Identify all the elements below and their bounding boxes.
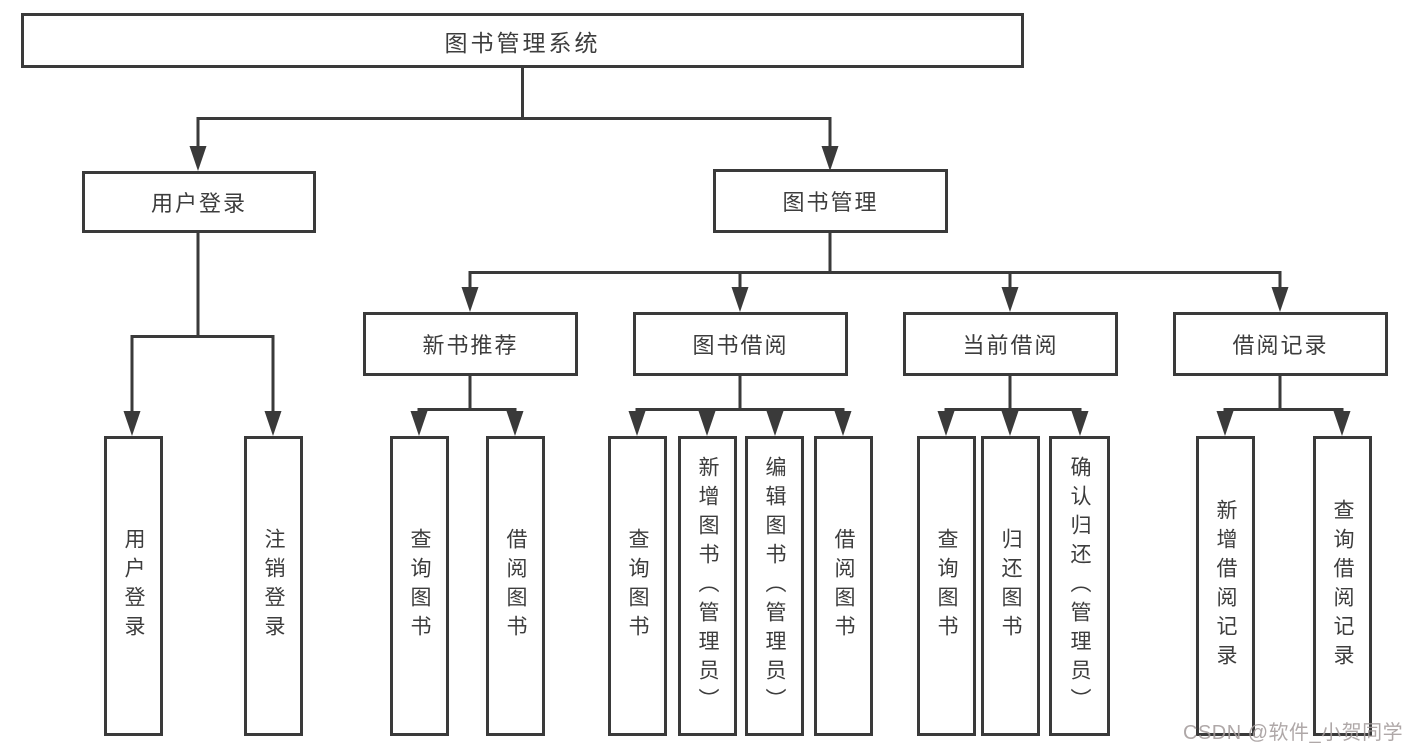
node-borrowing-records: 借阅记录 xyxy=(1173,312,1388,376)
leaf-return-books-label: 归还图书 xyxy=(999,528,1022,644)
node-new-book-recommendation: 新书推荐 xyxy=(363,312,578,376)
leaf-confirm-return-admin-label: 确认归还（管理员） xyxy=(1068,455,1091,717)
edge-newbook-rail xyxy=(417,408,517,416)
node-book-borrowing-label: 图书借阅 xyxy=(692,333,789,358)
leaf-user-login: 用户登录 xyxy=(104,436,163,736)
leaf-current-query-books-label: 查询图书 xyxy=(935,528,958,644)
node-user-login: 用户登录 xyxy=(82,171,316,233)
watermark: CSDN @软件_小贺同学 xyxy=(1183,722,1404,744)
leaf-query-borrow-record-label: 查询借阅记录 xyxy=(1331,499,1354,673)
leaf-add-borrow-record-label: 新增借阅记录 xyxy=(1214,499,1237,673)
leaf-borrow-books: 借阅图书 xyxy=(814,436,873,736)
leaf-recommend-query-books: 查询图书 xyxy=(390,436,449,736)
edge-borrow-rail xyxy=(635,408,845,416)
leaf-edit-book-admin: 编辑图书（管理员） xyxy=(745,436,804,736)
leaf-recommend-borrow-books: 借阅图书 xyxy=(486,436,545,736)
node-book-management: 图书管理 xyxy=(713,169,948,233)
leaf-borrow-query-books-label: 查询图书 xyxy=(626,528,649,644)
edge-records-rail xyxy=(1223,408,1344,416)
leaf-user-login-label: 用户登录 xyxy=(122,528,145,644)
leaf-recommend-borrow-books-label: 借阅图书 xyxy=(504,528,527,644)
node-current-borrowing-label: 当前借阅 xyxy=(962,333,1059,358)
edge-userlogin-rail xyxy=(130,335,275,416)
leaf-recommend-query-books-label: 查询图书 xyxy=(408,528,431,644)
node-borrowing-records-label: 借阅记录 xyxy=(1232,333,1329,358)
node-book-borrowing: 图书借阅 xyxy=(633,312,848,376)
edge-level3-rail xyxy=(468,271,1282,292)
node-new-book-recommendation-label: 新书推荐 xyxy=(422,333,519,358)
leaf-logout: 注销登录 xyxy=(244,436,303,736)
node-book-management-label: 图书管理 xyxy=(782,190,879,215)
leaf-add-book-admin: 新增图书（管理员） xyxy=(678,436,737,736)
leaf-query-borrow-record: 查询借阅记录 xyxy=(1313,436,1372,736)
node-user-login-label: 用户登录 xyxy=(150,191,247,216)
edge-level2-rail xyxy=(196,117,832,150)
node-root-label: 图书管理系统 xyxy=(444,29,601,56)
node-current-borrowing: 当前借阅 xyxy=(903,312,1118,376)
leaf-current-query-books: 查询图书 xyxy=(917,436,976,736)
leaf-borrow-query-books: 查询图书 xyxy=(608,436,667,736)
node-root: 图书管理系统 xyxy=(21,13,1024,68)
leaf-add-book-admin-label: 新增图书（管理员） xyxy=(696,455,719,717)
leaf-borrow-books-label: 借阅图书 xyxy=(832,528,855,644)
leaf-add-borrow-record: 新增借阅记录 xyxy=(1196,436,1255,736)
arrowheads xyxy=(123,146,1351,436)
leaf-edit-book-admin-label: 编辑图书（管理员） xyxy=(763,455,786,717)
leaf-logout-label: 注销登录 xyxy=(262,528,285,644)
leaf-return-books: 归还图书 xyxy=(981,436,1040,736)
leaf-confirm-return-admin: 确认归还（管理员） xyxy=(1049,436,1110,736)
